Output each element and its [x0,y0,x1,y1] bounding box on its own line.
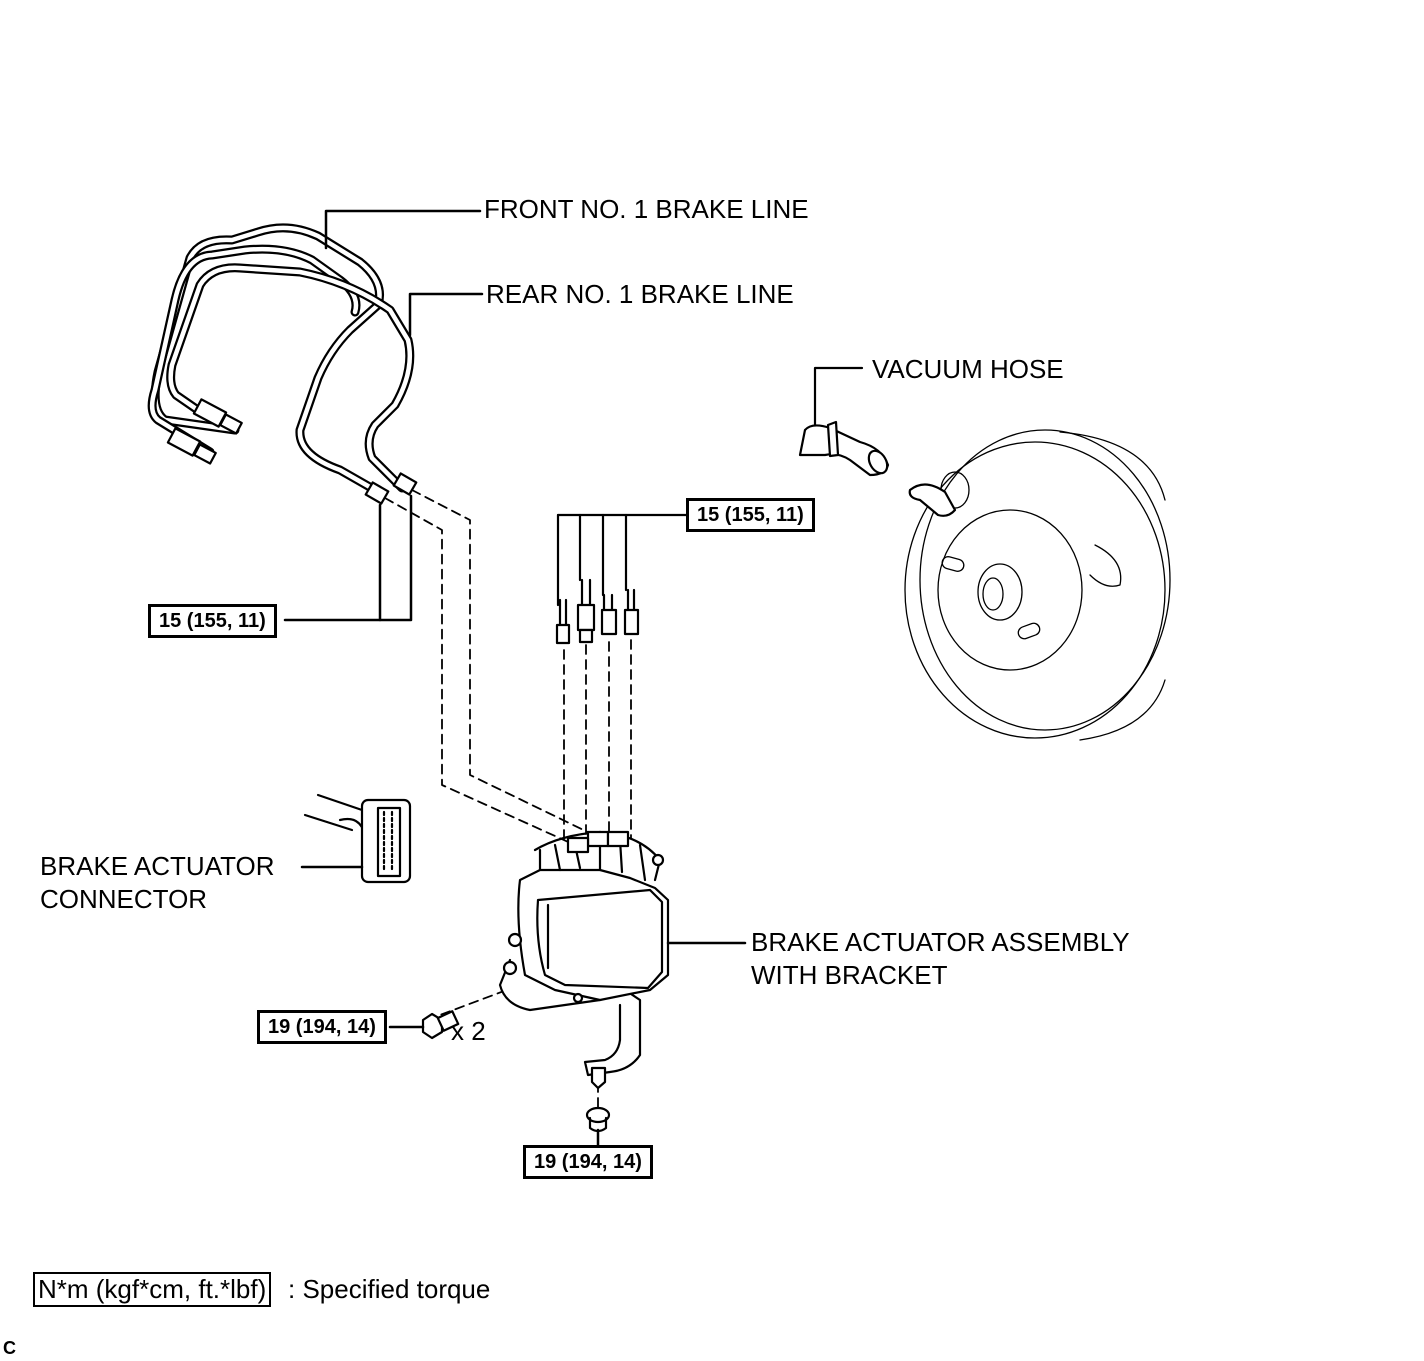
actuator-assembly-drawing [498,830,747,1090]
dashed-routing [384,489,632,1111]
brake-line-leaders [324,209,484,337]
legend-description: : Specified torque [288,1274,491,1304]
center-pipes [555,513,692,645]
mounting-bolt-drawing [388,1010,460,1040]
torque-box-brake-lines-center: 15 (155, 11) [686,498,815,532]
torque-box-mounting-bolts: 19 (194, 14) [257,1010,387,1044]
front-brake-line-label: FRONT NO. 1 BRAKE LINE [484,194,809,224]
left-flare-nuts [166,398,243,465]
connector-label-line2: CONNECTOR [40,884,208,914]
right-flare-nuts [364,472,418,505]
left-torque-leaders [283,494,413,622]
bolt-count-label: x 2 [451,1016,486,1046]
torque-box-bottom-nut: 19 (194, 14) [523,1145,653,1179]
connector-label-line1: BRAKE ACTUATOR [40,851,275,881]
rear-brake-line-label: REAR NO. 1 BRAKE LINE [486,279,794,309]
assembly-label-line2: WITH BRACKET [751,960,948,990]
assembly-label-line1: BRAKE ACTUATOR ASSEMBLY [751,927,1130,957]
bottom-nut-drawing [585,1106,611,1148]
vacuum-hose-drawing [798,366,890,477]
actuator-connector-drawing [300,793,412,884]
rear-brake-lines [166,263,415,493]
torque-box-brake-lines-left: 15 (155, 11) [148,604,277,638]
corner-mark: C [3,1338,16,1358]
brake-booster-drawing [904,429,1171,741]
vacuum-hose-label: VACUUM HOSE [872,354,1064,384]
legend-torque-unit-box: N*m (kgf*cm, ft.*lbf) [33,1272,272,1308]
